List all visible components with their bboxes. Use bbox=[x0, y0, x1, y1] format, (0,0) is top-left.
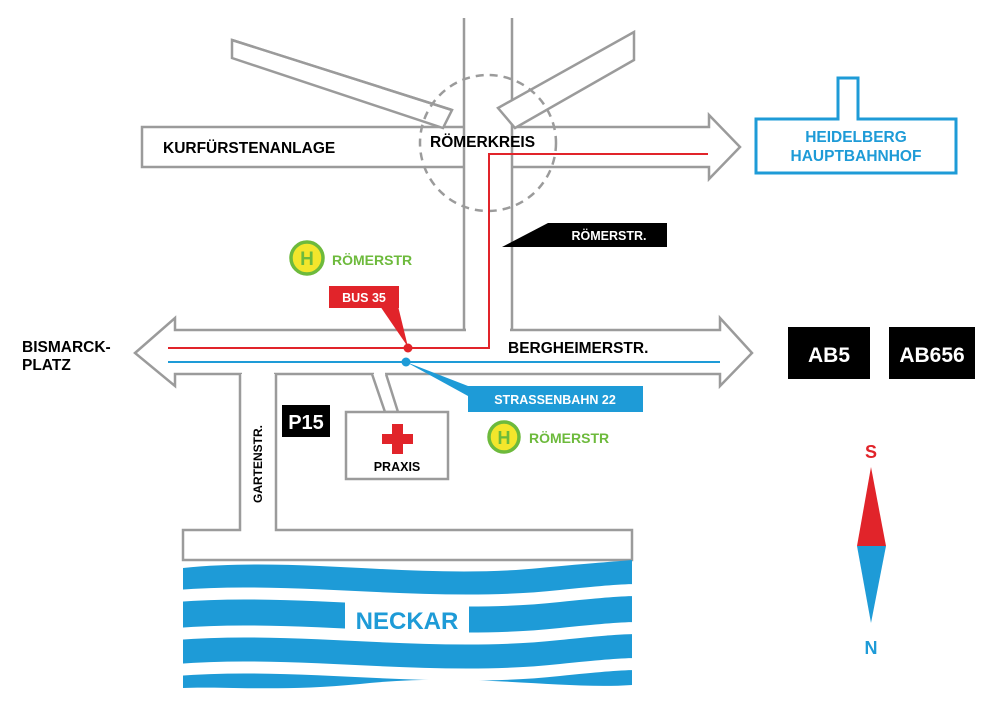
highway-badge-ab656 bbox=[889, 327, 975, 379]
station-name-line2: HAUPTBAHNHOF bbox=[791, 148, 922, 165]
tram-stop-marker bbox=[401, 357, 411, 367]
bus-stop-marker bbox=[403, 343, 413, 353]
compass-north-label: N bbox=[865, 638, 878, 658]
tram-22-pointer bbox=[406, 362, 468, 396]
road-northeast bbox=[496, 29, 636, 130]
compass-south-label: S bbox=[865, 442, 877, 462]
bus-line bbox=[168, 153, 708, 349]
station-name-line1: HEIDELBERG bbox=[805, 129, 907, 146]
hauptbahnhof-building bbox=[754, 76, 958, 175]
svg-text:H: H bbox=[300, 249, 314, 270]
neckar-river: NECKAR bbox=[176, 560, 640, 689]
highway-badge-ab5 bbox=[788, 327, 870, 379]
label-neckar: NECKAR bbox=[356, 608, 459, 635]
label-gartenstr: GARTENSTR. bbox=[251, 425, 265, 503]
label-stop-north: RÖMERSTR bbox=[332, 252, 412, 268]
label-ab5: AB5 bbox=[808, 344, 850, 367]
roemerkreis-circle bbox=[418, 73, 558, 213]
label-parking: P15 bbox=[288, 412, 324, 434]
label-kurfuerstenanlage: KURFÜRSTENANLAGE bbox=[163, 140, 335, 157]
label-roemerkreis: RÖMERKREIS bbox=[430, 134, 535, 151]
svg-text:H: H bbox=[498, 428, 511, 448]
label-bismarckplatz-line1: BISMARCK- bbox=[22, 339, 111, 356]
bus-35-pointer bbox=[380, 306, 408, 347]
label-tram-22: STRASSENBAHN 22 bbox=[494, 393, 616, 407]
road-bergheimerstr bbox=[133, 314, 754, 390]
roemerstr-callout bbox=[502, 223, 667, 247]
label-bismarckplatz-line2: PLATZ bbox=[22, 357, 71, 374]
bus-35-badge bbox=[329, 286, 399, 308]
label-praxis: PRAXIS bbox=[374, 460, 421, 474]
road-praxis-access bbox=[370, 373, 400, 414]
tram-22-badge bbox=[468, 386, 643, 412]
compass-icon bbox=[857, 467, 886, 623]
road-northwest-upper bbox=[231, 38, 453, 112]
parking-badge bbox=[282, 405, 330, 437]
medical-cross-icon bbox=[382, 424, 413, 454]
label-ab656: AB656 bbox=[899, 344, 964, 367]
bus-stop-south-icon: H bbox=[487, 420, 521, 454]
road-kurfuerstenanlage bbox=[140, 111, 742, 183]
label-stop-south: RÖMERSTR bbox=[529, 430, 609, 446]
road-northwest bbox=[230, 38, 454, 130]
bus-stop-north-icon: H bbox=[289, 240, 325, 276]
road-gartenstr bbox=[181, 374, 634, 562]
label-roemerstr: RÖMERSTR. bbox=[572, 228, 647, 243]
label-bergheimerstr: BERGHEIMERSTR. bbox=[508, 340, 648, 357]
label-bus-35: BUS 35 bbox=[342, 291, 386, 305]
